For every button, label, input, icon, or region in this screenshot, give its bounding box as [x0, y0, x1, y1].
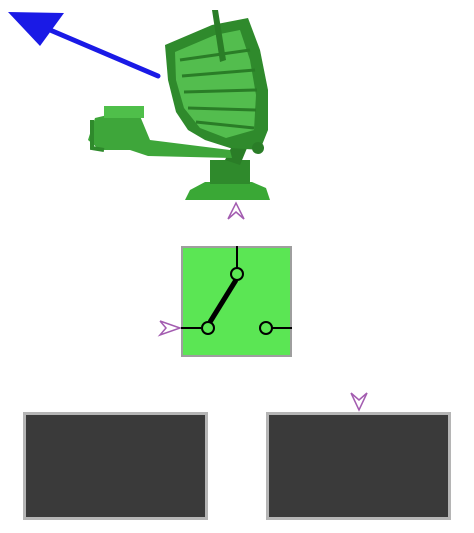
direction-arrow[interactable] — [8, 12, 161, 79]
radar-antenna[interactable] — [88, 10, 270, 200]
radar-output-port[interactable] — [227, 201, 245, 220]
switch-block[interactable] — [181, 246, 292, 357]
display-right-input-port[interactable] — [350, 392, 368, 412]
display-right[interactable] — [266, 412, 451, 520]
display-left[interactable] — [23, 412, 208, 520]
switch-input-port[interactable] — [157, 320, 183, 337]
switch-icon — [181, 246, 292, 335]
